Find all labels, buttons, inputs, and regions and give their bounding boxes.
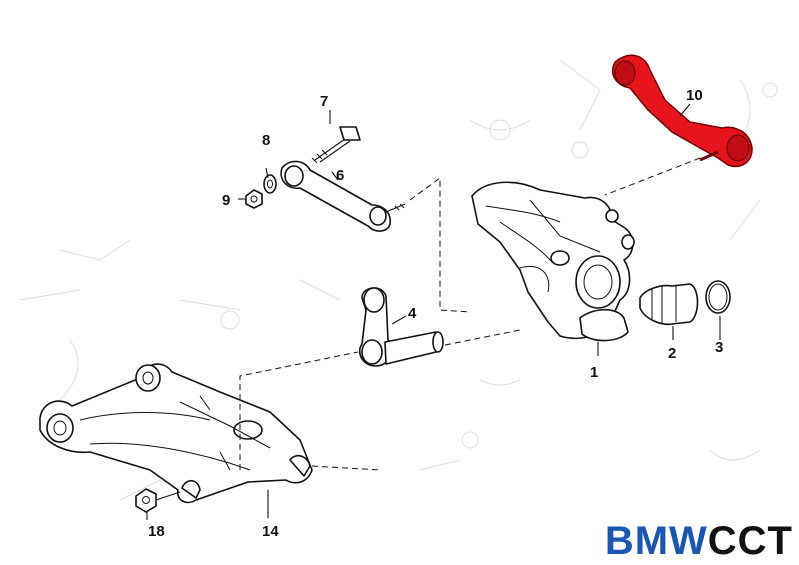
part-6-link[interactable] xyxy=(280,160,406,232)
label-part-10: 10 xyxy=(686,87,703,104)
label-part-4: 4 xyxy=(408,305,417,322)
label-part-6: 6 xyxy=(336,167,344,184)
part-3-circlip[interactable] xyxy=(705,280,731,340)
leader-10-to-knuckle xyxy=(604,157,701,196)
label-part-1: 1 xyxy=(590,364,598,381)
label-part-7: 7 xyxy=(320,93,328,110)
label-leaders xyxy=(238,103,691,325)
part-7-bolt[interactable] xyxy=(311,110,361,164)
label-part-9: 9 xyxy=(222,192,230,209)
leader-14-to-knuckle xyxy=(311,465,381,471)
part-8-washer[interactable] xyxy=(263,174,277,194)
part-4-link-with-pin[interactable] xyxy=(358,287,444,367)
label-part-8: 8 xyxy=(262,132,270,149)
background-ghost-parts xyxy=(19,59,778,501)
part-1-wheel-carrier[interactable] xyxy=(471,181,635,356)
leader-6-to-knuckle xyxy=(409,177,471,313)
label-part-2: 2 xyxy=(668,345,676,362)
bmwcct-logo: BMWCCT xyxy=(604,519,793,563)
part-18-nut[interactable] xyxy=(135,488,181,520)
part-2-drive-joint[interactable] xyxy=(639,283,699,340)
leader-14-to-4 xyxy=(239,351,359,470)
part-10-control-arm-highlighted[interactable] xyxy=(612,54,753,168)
leader-4-to-knuckle xyxy=(444,329,521,346)
part-9-nut[interactable] xyxy=(245,189,263,209)
label-part-14: 14 xyxy=(262,523,279,540)
part-14-trailing-arm[interactable] xyxy=(39,363,313,518)
label-part-3: 3 xyxy=(715,339,723,356)
label-part-18: 18 xyxy=(148,523,165,540)
